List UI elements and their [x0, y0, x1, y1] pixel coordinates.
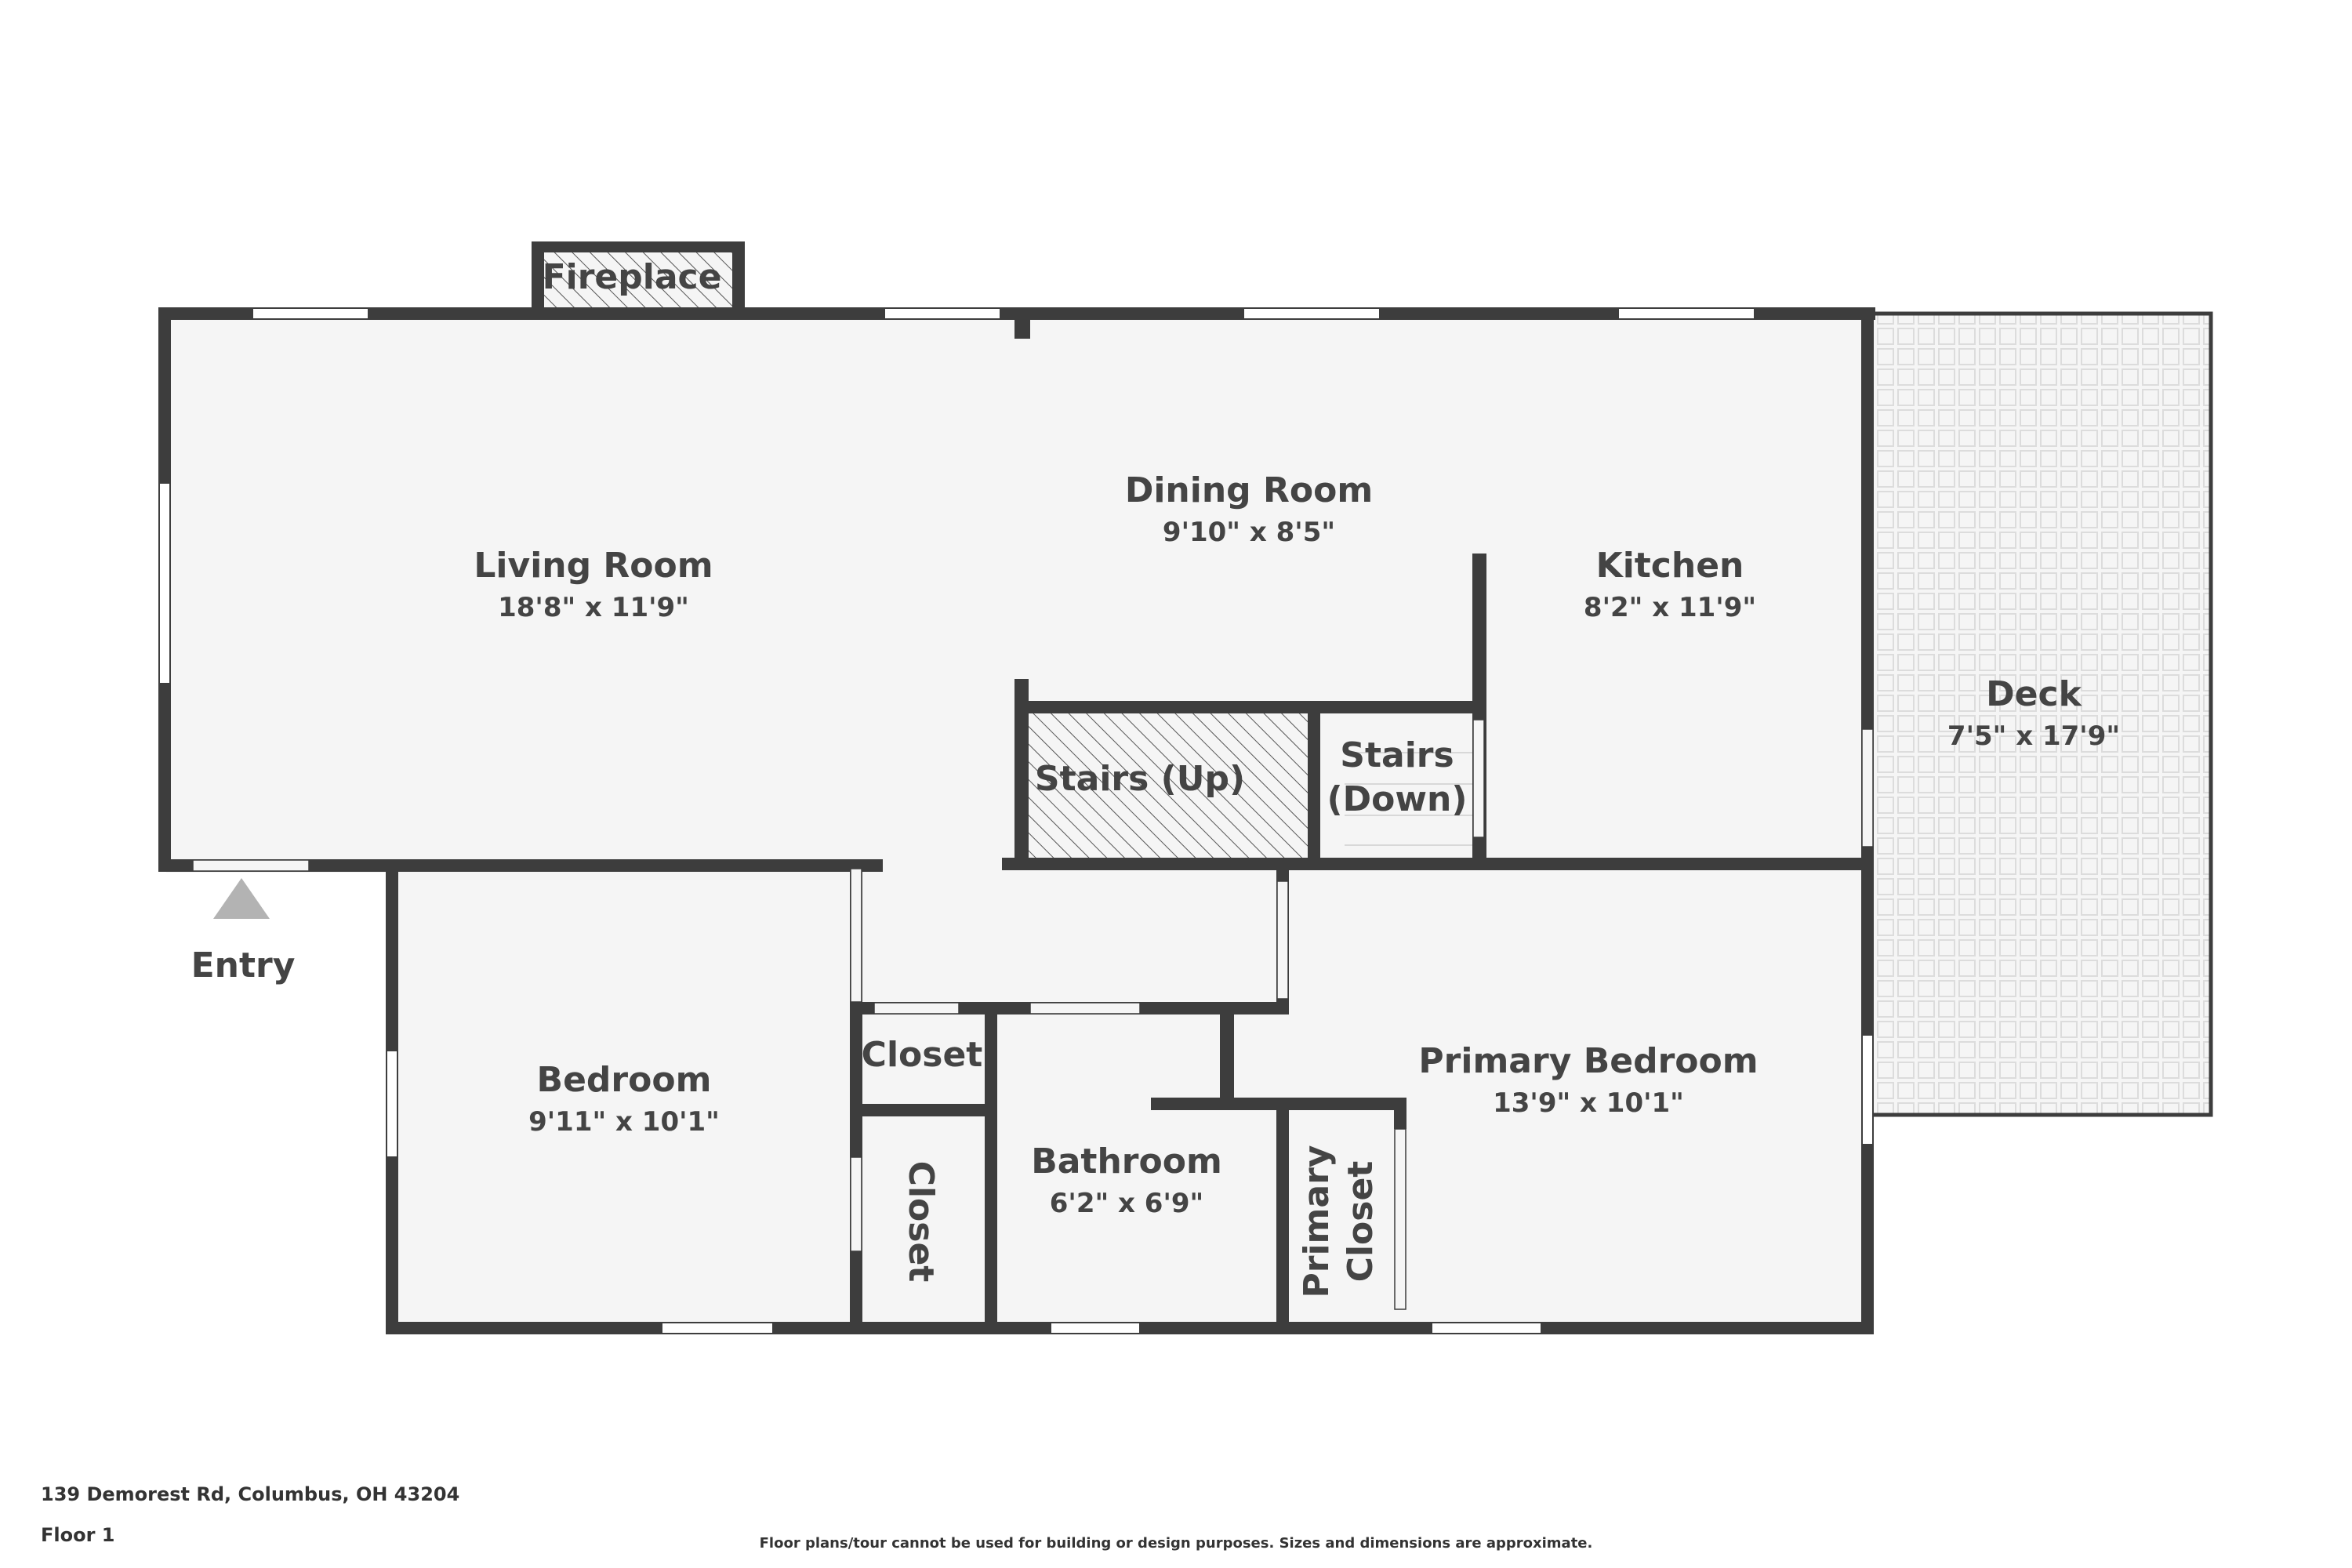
deck-area	[1864, 311, 2213, 1117]
window	[252, 307, 369, 320]
stairs-up-label: Stairs (Up)	[1035, 759, 1245, 799]
door	[873, 1002, 960, 1014]
window	[1431, 1322, 1542, 1334]
labels: Fireplace Living Room 18'8" x 11'9" Dini…	[191, 257, 2120, 1298]
stairs-up-hatch	[1029, 712, 1308, 864]
closet-tall-label: Closet	[901, 1161, 941, 1283]
entry-door	[192, 859, 310, 872]
dining-room-name: Dining Room	[1125, 470, 1373, 510]
deck-dims: 7'5" x 17'9"	[1947, 720, 2120, 752]
door	[1472, 719, 1485, 838]
fireplace	[532, 241, 745, 314]
living-room-name: Living Room	[474, 546, 713, 586]
doors	[192, 719, 1874, 1310]
primary-bedroom-dims: 13'9" x 10'1"	[1493, 1087, 1684, 1119]
closet-small-label: Closet	[862, 1035, 983, 1075]
door	[850, 1156, 862, 1252]
door	[1276, 880, 1289, 1000]
primary-bedroom-name: Primary Bedroom	[1418, 1041, 1758, 1081]
primary-closet-line1: Primary	[1297, 1145, 1337, 1298]
living-room-dims: 18'8" x 11'9"	[498, 592, 689, 623]
window	[158, 482, 171, 684]
walls	[158, 307, 1875, 1334]
lower-floor-area	[392, 870, 1866, 1329]
windows	[158, 307, 1874, 1334]
bathroom-dims: 6'2" x 6'9"	[1050, 1188, 1203, 1219]
entry-arrow-icon	[213, 878, 270, 919]
primary-closet-line2: Closet	[1341, 1161, 1381, 1283]
window	[386, 1050, 398, 1158]
floor-areas	[166, 311, 2213, 1329]
fireplace-label: Fireplace	[543, 257, 722, 297]
bathroom-name: Bathroom	[1031, 1142, 1222, 1181]
door	[1394, 1128, 1406, 1310]
stairs-down-treads	[1345, 752, 1474, 846]
door	[850, 868, 862, 1003]
deck-door	[1861, 728, 1874, 848]
window	[884, 307, 1001, 320]
window	[1861, 1034, 1874, 1145]
floor-label: Floor 1	[41, 1524, 115, 1546]
kitchen-dims: 8'2" x 11'9"	[1584, 592, 1756, 623]
window	[1617, 307, 1755, 320]
stairs-down-line2: (Down)	[1327, 779, 1468, 819]
window	[1050, 1322, 1141, 1334]
disclaimer-text: Floor plans/tour cannot be used for buil…	[759, 1535, 1593, 1552]
entry-label: Entry	[191, 946, 296, 985]
address-text: 139 Demorest Rd, Columbus, OH 43204	[41, 1483, 460, 1505]
stairs-down-line1: Stairs	[1340, 735, 1454, 775]
bedroom-dims: 9'11" x 10'1"	[528, 1106, 720, 1138]
bedroom-name: Bedroom	[537, 1060, 712, 1100]
kitchen-name: Kitchen	[1596, 546, 1744, 586]
door	[1029, 1002, 1141, 1014]
window	[661, 1322, 774, 1334]
dining-room-dims: 9'10" x 8'5"	[1163, 517, 1335, 548]
window	[1243, 307, 1381, 320]
deck-name: Deck	[1986, 674, 2082, 714]
